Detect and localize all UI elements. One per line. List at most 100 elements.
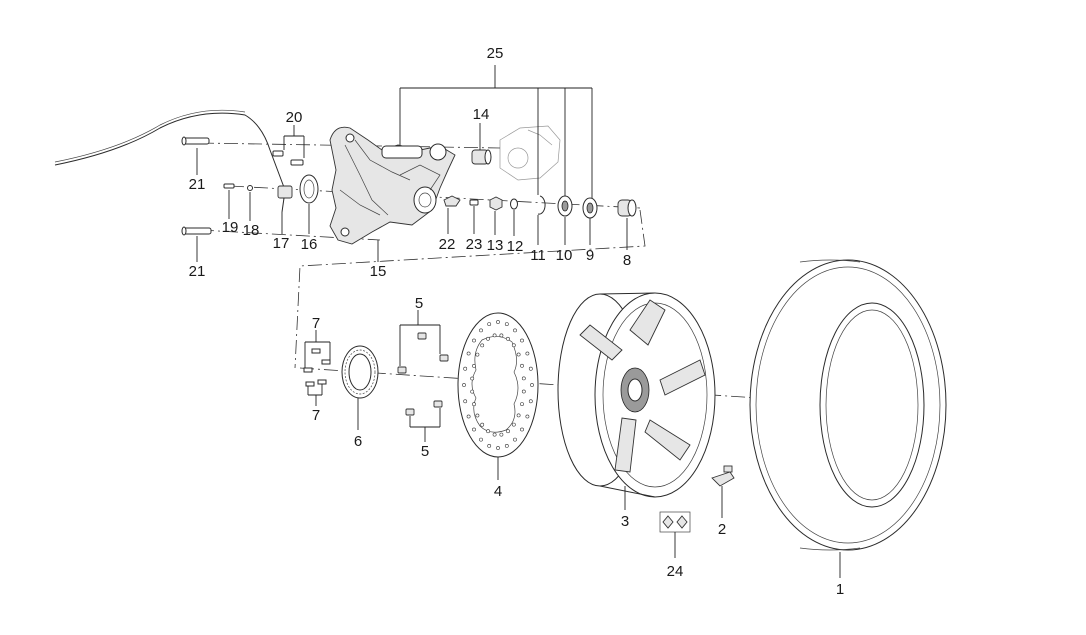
valve-2	[711, 465, 735, 487]
disc-hole	[528, 366, 533, 371]
disc-hole	[492, 432, 497, 437]
disc-hole	[466, 414, 471, 419]
callout-21-lower: 21	[189, 263, 206, 280]
brake-cable	[54, 112, 286, 191]
disc-hole	[499, 333, 504, 338]
disc-hole	[499, 432, 504, 437]
disc-hole	[520, 402, 524, 407]
disc-hole	[463, 366, 468, 371]
callout-9: 9	[586, 247, 594, 264]
disc-hole	[463, 399, 468, 404]
disc-hole	[505, 336, 510, 341]
callout-13: 13	[487, 237, 504, 254]
disc-hole	[462, 383, 466, 387]
callout-11: 11	[530, 247, 546, 264]
oil-seal-16	[299, 174, 319, 204]
disc-hole	[492, 333, 497, 338]
callout-12: 12	[507, 238, 524, 255]
callout-10: 10	[556, 247, 573, 264]
disc-hole	[513, 328, 517, 333]
disc-hole	[480, 343, 485, 348]
callout-1: 1	[836, 581, 844, 598]
callout-14: 14	[473, 106, 490, 123]
callout-21-upper: 21	[189, 176, 206, 193]
balance-weights-24	[659, 511, 691, 533]
disc-hole	[487, 322, 492, 327]
bolts-20	[272, 150, 304, 166]
nut-13	[489, 196, 503, 211]
callout-18: 18	[243, 222, 260, 239]
bolts-5	[397, 332, 449, 416]
disc-hole	[470, 376, 475, 381]
disc-hole	[525, 351, 530, 356]
callout-6: 6	[354, 433, 362, 450]
disc-hole	[466, 351, 471, 356]
wheel-rim-3	[557, 292, 716, 498]
disc-hole	[475, 352, 480, 357]
engine-housing-ghost	[499, 125, 561, 181]
callout-4: 4	[494, 483, 502, 500]
screw-19	[223, 183, 235, 189]
sensor-17	[277, 185, 293, 213]
bolt-21-upper	[181, 136, 210, 146]
washer-18	[247, 185, 253, 191]
disc-hole	[496, 446, 500, 450]
leader-lines	[196, 65, 841, 578]
disc-hole	[486, 336, 490, 341]
disc-hole	[528, 399, 533, 404]
disc-hole	[511, 343, 516, 348]
callout-5-lower: 5	[421, 443, 429, 460]
disc-hole	[520, 338, 524, 343]
disc-hole	[513, 437, 517, 442]
bushing-14	[471, 149, 492, 165]
brake-disc-4	[457, 312, 539, 458]
callout-2: 2	[718, 521, 726, 538]
callout-3: 3	[621, 513, 629, 530]
bolt-21-lower	[181, 226, 212, 236]
disc-hole	[472, 402, 476, 407]
disc-hole	[511, 422, 516, 427]
disc-hole	[472, 363, 476, 368]
bracket-22	[443, 195, 461, 207]
callout-20: 20	[286, 109, 303, 126]
bolts-7	[303, 348, 331, 387]
disc-hole	[530, 383, 534, 387]
disc-hole	[504, 322, 509, 327]
disc-hole	[486, 429, 491, 434]
disc-hole	[475, 413, 480, 418]
callout-23: 23	[466, 236, 483, 253]
circlip-11	[537, 195, 546, 215]
disc-hole	[520, 427, 524, 432]
tyre-1	[749, 259, 947, 551]
callout-16: 16	[301, 236, 318, 253]
callout-19: 19	[222, 219, 239, 236]
callout-5-upper: 5	[415, 295, 423, 312]
callout-7-upper: 7	[312, 315, 320, 332]
bearing-9	[582, 197, 598, 219]
disc-hole	[521, 376, 526, 381]
callout-15: 15	[370, 263, 387, 280]
washer-12	[510, 198, 518, 210]
bearing-10	[557, 195, 573, 217]
disc-hole	[487, 443, 492, 448]
callout-8: 8	[623, 252, 631, 269]
disc-hole	[480, 422, 485, 427]
disc-hole	[470, 389, 475, 394]
disc-hole	[472, 427, 476, 432]
disc-hole	[506, 429, 510, 434]
callout-7-lower: 7	[312, 407, 320, 424]
bolt-23	[469, 199, 479, 206]
spacer-8	[617, 199, 637, 217]
callout-labels: 25 14 20 21 19 18 17 16 21 15 22 23 13 1…	[189, 45, 845, 598]
disc-hole	[516, 352, 521, 357]
abs-ring-6	[341, 345, 379, 399]
disc-hole	[521, 389, 526, 394]
callout-24: 24	[667, 563, 684, 580]
callout-25: 25	[487, 45, 504, 62]
disc-hole	[504, 443, 509, 448]
swing-arm-15	[329, 126, 456, 245]
callout-22: 22	[439, 236, 456, 253]
disc-hole	[496, 320, 500, 324]
disc-hole	[472, 338, 476, 343]
